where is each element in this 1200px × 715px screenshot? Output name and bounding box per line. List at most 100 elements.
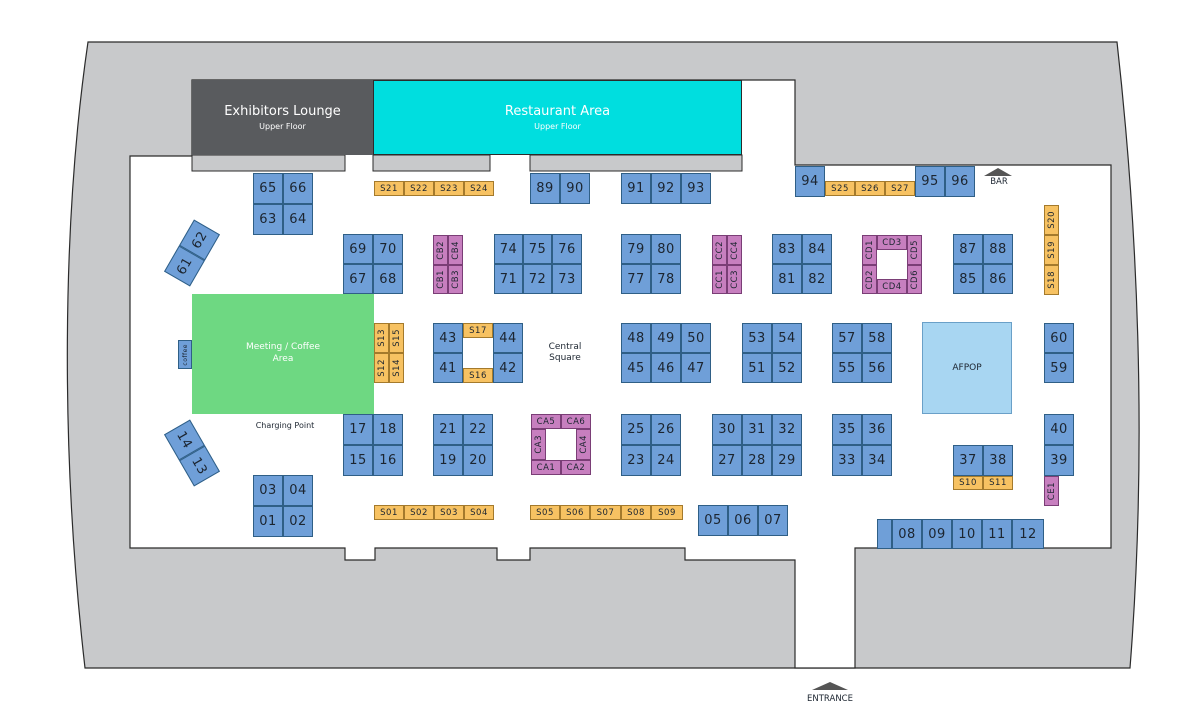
booth-63[interactable]: 63 <box>253 204 283 235</box>
booth-s01[interactable]: S01 <box>374 505 404 520</box>
booth-22[interactable]: 22 <box>463 414 493 445</box>
booth-29[interactable]: 29 <box>772 445 802 476</box>
booth-21[interactable]: 21 <box>433 414 463 445</box>
booth-94[interactable]: 94 <box>795 166 825 197</box>
booth-68[interactable]: 68 <box>373 264 403 294</box>
booth-16[interactable]: 16 <box>373 445 403 476</box>
booth-23[interactable]: 23 <box>621 445 651 476</box>
booth-59[interactable]: 59 <box>1044 353 1074 383</box>
booth-cc4[interactable]: CC4 <box>727 235 742 265</box>
booth-38[interactable]: 38 <box>983 445 1013 476</box>
booth-17[interactable]: 17 <box>343 414 373 445</box>
booth-ca4[interactable]: CA4 <box>576 429 591 460</box>
booth-30[interactable]: 30 <box>712 414 742 445</box>
booth-58[interactable]: 58 <box>862 323 892 353</box>
booth-cb1[interactable]: CB1 <box>433 265 448 294</box>
booth-46[interactable]: 46 <box>651 353 681 383</box>
booth-15[interactable]: 15 <box>343 445 373 476</box>
booth-53[interactable]: 53 <box>742 323 772 353</box>
meeting-coffee-area[interactable]: Meeting / Coffee Area <box>192 294 374 414</box>
booth-cd2[interactable]: CD2 <box>862 265 877 294</box>
booth-48[interactable]: 48 <box>621 323 651 353</box>
booth-42[interactable]: 42 <box>493 353 523 383</box>
booth-78[interactable]: 78 <box>651 264 681 294</box>
booth-43[interactable]: 43 <box>433 323 463 353</box>
booth-82[interactable]: 82 <box>802 264 832 294</box>
booth-74[interactable]: 74 <box>494 234 523 264</box>
booth-s20[interactable]: S20 <box>1044 205 1059 235</box>
booth-02[interactable]: 02 <box>283 506 313 537</box>
booth-49[interactable]: 49 <box>651 323 681 353</box>
booth-31[interactable]: 31 <box>742 414 772 445</box>
booth-37[interactable]: 37 <box>953 445 983 476</box>
booth-25[interactable]: 25 <box>621 414 651 445</box>
booth-s04[interactable]: S04 <box>464 505 494 520</box>
booth-s17[interactable]: S17 <box>463 323 493 338</box>
booth-44[interactable]: 44 <box>493 323 523 353</box>
booth-cc2[interactable]: CC2 <box>712 235 727 265</box>
booth-cd1[interactable]: CD1 <box>862 235 877 265</box>
booth-cd6[interactable]: CD6 <box>907 265 922 294</box>
booth-27[interactable]: 27 <box>712 445 742 476</box>
booth-03[interactable]: 03 <box>253 475 283 506</box>
exhibitors-lounge[interactable]: Exhibitors Lounge Upper Floor <box>192 80 373 155</box>
booth-89[interactable]: 89 <box>530 173 560 204</box>
booth-56[interactable]: 56 <box>862 353 892 383</box>
booth-09[interactable]: 09 <box>922 519 952 549</box>
booth-70[interactable]: 70 <box>373 234 403 264</box>
booth-88[interactable]: 88 <box>983 234 1013 264</box>
booth-s25[interactable]: S25 <box>825 181 855 196</box>
booth-ca3[interactable]: CA3 <box>531 429 546 460</box>
booth-07[interactable]: 07 <box>758 505 788 536</box>
booth-80[interactable]: 80 <box>651 234 681 264</box>
booth-05[interactable]: 05 <box>698 505 728 536</box>
coffee-stand[interactable]: coffee <box>178 340 192 369</box>
booth-69[interactable]: 69 <box>343 234 373 264</box>
booth-19[interactable]: 19 <box>433 445 463 476</box>
booth-ca5[interactable]: CA5 <box>531 414 561 429</box>
booth-cd5[interactable]: CD5 <box>907 235 922 265</box>
booth-11[interactable]: 11 <box>982 519 1012 549</box>
booth-52[interactable]: 52 <box>772 353 802 383</box>
booth-ca1[interactable]: CA1 <box>531 460 561 475</box>
booth-s12[interactable]: S12 <box>374 353 389 383</box>
booth-35[interactable]: 35 <box>832 414 862 445</box>
booth-cd3[interactable]: CD3 <box>877 235 907 250</box>
booth-45[interactable]: 45 <box>621 353 651 383</box>
booth-18[interactable]: 18 <box>373 414 403 445</box>
booth-s11[interactable]: S11 <box>983 476 1013 490</box>
booth-08[interactable]: 08 <box>892 519 922 549</box>
booth-s14[interactable]: S14 <box>389 353 404 383</box>
booth-57[interactable]: 57 <box>832 323 862 353</box>
booth-66[interactable]: 66 <box>283 173 313 204</box>
booth-s06[interactable]: S06 <box>560 505 590 520</box>
booth-cd4[interactable]: CD4 <box>877 279 907 294</box>
booth-81[interactable]: 81 <box>772 264 802 294</box>
booth-24[interactable]: 24 <box>651 445 681 476</box>
booth-96[interactable]: 96 <box>945 166 975 197</box>
booth-s19[interactable]: S19 <box>1044 235 1059 265</box>
booth-83[interactable]: 83 <box>772 234 802 264</box>
booth-36[interactable]: 36 <box>862 414 892 445</box>
booth-67[interactable]: 67 <box>343 264 373 294</box>
booth-ce1[interactable]: CE1 <box>1044 476 1059 506</box>
booth-60[interactable]: 60 <box>1044 323 1074 353</box>
booth-cc3[interactable]: CC3 <box>727 265 742 294</box>
booth-06[interactable]: 06 <box>728 505 758 536</box>
booth-04[interactable]: 04 <box>283 475 313 506</box>
booth-87[interactable]: 87 <box>953 234 983 264</box>
booth-95[interactable]: 95 <box>915 166 945 197</box>
booth-cc1[interactable]: CC1 <box>712 265 727 294</box>
booth-72[interactable]: 72 <box>523 264 552 294</box>
booth-75[interactable]: 75 <box>523 234 552 264</box>
booth-s26[interactable]: S26 <box>855 181 885 196</box>
booth-65[interactable]: 65 <box>253 173 283 204</box>
booth-s21[interactable]: S21 <box>374 181 404 196</box>
booth-s22[interactable]: S22 <box>404 181 434 196</box>
booth-40[interactable]: 40 <box>1044 414 1074 445</box>
booth-54[interactable]: 54 <box>772 323 802 353</box>
booth-32[interactable]: 32 <box>772 414 802 445</box>
booth-s18[interactable]: S18 <box>1044 265 1059 295</box>
booth-73[interactable]: 73 <box>552 264 582 294</box>
booth-cb2[interactable]: CB2 <box>433 235 448 265</box>
